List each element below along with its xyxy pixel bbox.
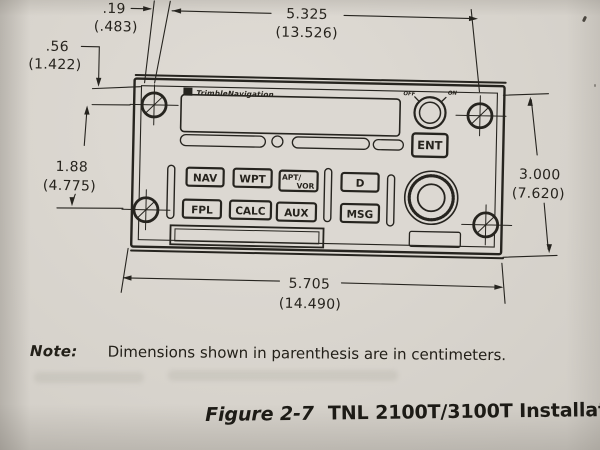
dim-height-inches: 3.000 [519,167,561,184]
slot-outer [169,224,325,249]
data-card-slot [169,224,325,249]
screw-crosshair [455,95,507,137]
key-outline [278,169,319,193]
dim-screw-span-inches: 1.88 [55,159,88,176]
dim-screw-span-cm: (4.775) [43,178,96,195]
key-label: VOR [296,181,314,190]
dim-body-width-inches: 5.325 [286,6,328,23]
dim-face-width-cm: (14.490) [279,296,342,313]
panel-outer-edge [129,77,506,256]
key-outline [275,201,318,223]
key-direct: D [340,171,380,193]
key-label: ENT [417,138,443,153]
dim-height-cm: (7.620) [512,185,565,202]
drawing-rotated-group: TrimbleNavigation OFF ON ENT [28,0,565,313]
separator-pill [323,167,333,223]
key-label: FPL [191,204,213,216]
key-calc: CALC [228,199,273,221]
rotary-knob-knurl [407,174,455,222]
screw-crosshair [129,84,179,126]
key-outline [181,198,223,220]
mounting-screw-icon [129,84,179,126]
dim-face-width-inches: 5.705 [288,276,330,293]
key-outline [339,202,381,224]
key-wpt: WPT [232,167,273,189]
key-msg: MSG [339,202,381,224]
dim-flange-cm: (.483) [94,19,138,36]
key-label: CALC [235,205,266,218]
separator-pill [166,164,176,219]
key-label: NAV [193,172,218,185]
dimension-labels: .19 (.483) 5.325 (13.526) .56 (1.422) 1.… [28,1,565,313]
figure-caption: Figure 2-7 TNL 2100T/3100T Installation D [205,398,600,426]
power-on-label: ON [448,91,458,97]
key-outline [185,166,225,188]
power-knob: OFF ON [403,91,458,130]
key-label: WPT [239,173,267,186]
rotary-knob-rim [403,170,459,226]
key-apt-vor: APT/ VOR [278,169,319,193]
panel-lip-lines [130,74,507,260]
power-knob-ticks [414,96,447,102]
key-fpl: FPL [181,198,223,220]
note-label: Note: [29,342,78,361]
annunciator-window [179,133,267,148]
screw-crosshair [461,204,513,246]
power-off-label: OFF [403,91,415,97]
page-showthrough [34,372,144,383]
installation-drawing: TrimbleNavigation OFF ON ENT [28,0,565,313]
annunciator-window [372,138,404,151]
key-outline [410,132,449,159]
figure-title: TNL 2100T/3100T Installation D [327,398,600,425]
dim-screw-offset-cm: (1.422) [28,56,81,73]
key-label: D [356,178,365,190]
key-outline [340,171,380,193]
screw-crosshair [121,189,171,231]
key-label: AUX [284,207,309,220]
key-label: MSG [346,208,373,221]
figure-label: Figure 2-7 [205,402,315,426]
annunciator-window [291,136,371,150]
label-recess [408,230,462,248]
key-outline [228,199,273,221]
rotary-knob [403,170,459,226]
brand-logo-icon [183,87,193,96]
photocell-icon [271,135,284,148]
dim-flange-inches: .19 [102,1,126,17]
power-knob-inner [418,101,442,124]
slot-inner [174,228,320,245]
page-showthrough [168,370,398,381]
device-faceplate: TrimbleNavigation OFF ON ENT [121,74,513,260]
extension-lines [56,0,558,304]
note-text: Dimensions shown in parenthesis are in c… [107,342,507,365]
rotary-knob-center [416,183,446,213]
key-label: APT/ [282,173,302,182]
key-ent: ENT [410,132,449,159]
paper-speck [594,84,596,87]
power-knob-outer [413,96,447,130]
mounting-screw-icon [455,95,507,137]
brand-text: TrimbleNavigation [196,88,274,99]
display-window [179,93,402,137]
key-outline [232,167,273,189]
dim-screw-offset-inches: .56 [46,39,70,55]
note-line: Note: Dimensions shown in parenthesis are… [30,342,590,365]
mounting-screw-icon [461,204,513,246]
separator-pill [386,174,396,227]
mounting-screw-icon [121,189,171,231]
key-aux: AUX [275,201,318,223]
key-nav: NAV [185,166,225,188]
dimension-annotations: .19 (.483) 5.325 (13.526) .56 (1.422) 1.… [28,0,565,313]
dim-body-width-cm: (13.526) [275,24,338,41]
